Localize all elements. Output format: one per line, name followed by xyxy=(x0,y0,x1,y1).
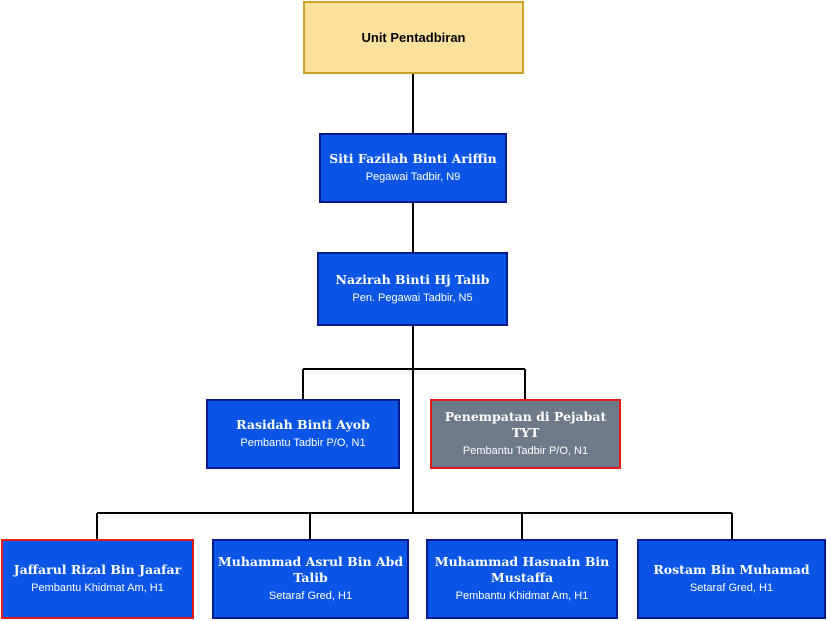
node-name: Rasidah Binti Ayob xyxy=(236,417,370,432)
node-level3-2: Penempatan di Pejabat TYT Pembantu Tadbi… xyxy=(430,399,621,469)
node-name: Unit Pentadbiran xyxy=(361,29,466,45)
node-title: Pegawai Tadbir, N9 xyxy=(365,171,461,183)
node-level2: Nazirah Binti Hj Talib Pen. Pegawai Tadb… xyxy=(317,252,508,326)
node-name: Jaffarul Rizal Bin Jaafar xyxy=(13,562,182,577)
node-title: Pembantu Tadbir P/O, N1 xyxy=(462,445,589,457)
node-name: Nazirah Binti Hj Talib xyxy=(335,272,490,287)
node-level4-3: Muhammad Hasnain Bin Mustaffa Pembantu K… xyxy=(426,539,618,619)
node-level4-1: Jaffarul Rizal Bin Jaafar Pembantu Khidm… xyxy=(1,539,194,619)
node-title: Pembantu Khidmat Am, H1 xyxy=(455,590,589,602)
root-node: Unit Pentadbiran xyxy=(303,1,524,74)
node-title: Pembantu Tadbir P/O, N1 xyxy=(240,437,366,449)
node-name: Muhammad Hasnain Bin Mustaffa xyxy=(434,554,610,585)
node-title: Setaraf Gred, H1 xyxy=(689,582,774,594)
node-level1: Siti Fazilah Binti Ariffin Pegawai Tadbi… xyxy=(319,133,507,203)
node-name: Rostam Bin Muhamad xyxy=(653,562,810,577)
node-title: Pen. Pegawai Tadbir, N5 xyxy=(352,292,473,304)
node-level3-1: Rasidah Binti Ayob Pembantu Tadbir P/O, … xyxy=(206,399,400,469)
node-name: Muhammad Asrul Bin Abd Talib xyxy=(217,554,404,585)
node-title: Setaraf Gred, H1 xyxy=(268,590,353,602)
node-name: Siti Fazilah Binti Ariffin xyxy=(329,151,497,166)
node-name: Penempatan di Pejabat TYT xyxy=(444,409,607,440)
node-level4-2: Muhammad Asrul Bin Abd Talib Setaraf Gre… xyxy=(212,539,409,619)
node-level4-4: Rostam Bin Muhamad Setaraf Gred, H1 xyxy=(637,539,826,619)
node-title: Pembantu Khidmat Am, H1 xyxy=(31,582,164,594)
